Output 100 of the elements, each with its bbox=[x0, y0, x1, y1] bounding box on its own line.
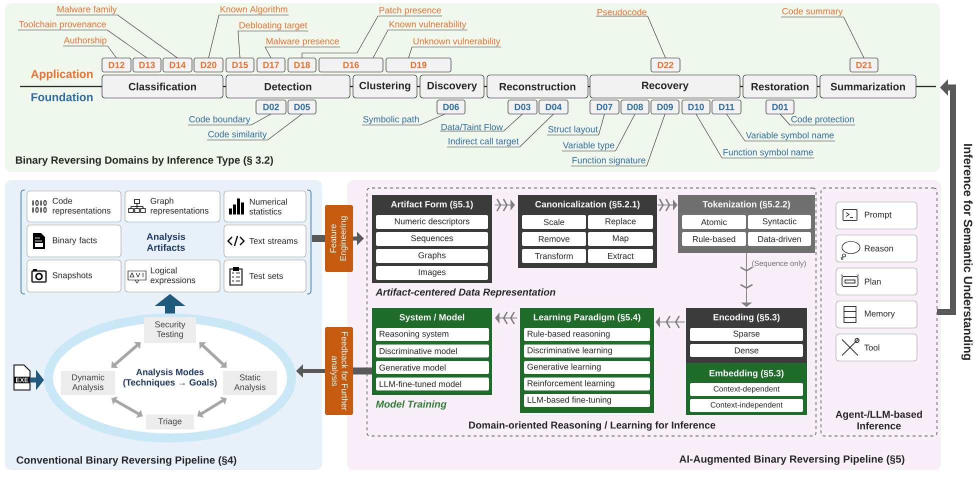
domain-tag: D18 bbox=[288, 58, 316, 72]
domain-tag: D15 bbox=[226, 58, 254, 72]
category-box: Summarization bbox=[820, 74, 916, 98]
category-box: Detection bbox=[226, 74, 350, 98]
agent-card: Plan bbox=[836, 268, 918, 296]
double-arrow bbox=[197, 396, 227, 418]
item-box: Generative model bbox=[376, 361, 489, 374]
leader-label: Code summary bbox=[780, 8, 844, 18]
double-arrow bbox=[111, 342, 141, 368]
leader-label: Function symbol name bbox=[722, 148, 814, 158]
leader-label: Known Algorithm bbox=[218, 6, 289, 16]
side-tab: Feature Engineering bbox=[325, 205, 353, 272]
item-box: Numeric descriptors bbox=[376, 215, 488, 229]
leader-line bbox=[503, 114, 523, 132]
leader-line bbox=[264, 46, 272, 58]
leader-label: Variable type bbox=[562, 142, 616, 152]
domain-tag: D16 bbox=[318, 58, 384, 72]
item-box: LLM-based fine-tuning bbox=[524, 394, 650, 407]
leader-label: Data/Taint Flow bbox=[440, 124, 504, 132]
artifact-card: Text streams bbox=[224, 224, 306, 258]
section-caption: Artifact-centered Data Representation bbox=[376, 288, 556, 298]
double-arrow bbox=[199, 342, 227, 368]
leader-label: Code boundary bbox=[188, 116, 252, 126]
item-box: Discriminative learning bbox=[524, 344, 650, 358]
agent-card: Tool bbox=[836, 334, 918, 362]
item-box: Syntactic bbox=[748, 215, 811, 229]
leader-line bbox=[615, 114, 636, 152]
domain-tag: D17 bbox=[256, 58, 286, 72]
domain-tag: D07 bbox=[590, 100, 620, 114]
artifact-card: Logical expressions bbox=[124, 260, 220, 292]
side-tab: Feedback for Further analysis bbox=[325, 327, 353, 415]
leader-line bbox=[726, 114, 746, 142]
category-box: Discovery bbox=[420, 74, 484, 98]
domain-tag: D01 bbox=[766, 100, 794, 114]
domain-tag: D10 bbox=[682, 100, 710, 114]
leader-label: Known vulnerability bbox=[388, 20, 468, 30]
item-box: Sparse bbox=[690, 328, 803, 341]
artifact-card: Binary facts bbox=[26, 224, 122, 258]
leader-line bbox=[117, 14, 178, 58]
item-box: Data-driven bbox=[748, 232, 811, 246]
item-box: Rule-based reasoning bbox=[524, 328, 650, 341]
leader-label: Symbolic path bbox=[362, 116, 420, 126]
domain-tag: D11 bbox=[712, 100, 742, 114]
mode-box: Dynamic Analysis bbox=[61, 371, 115, 395]
leader-label: Toolchain provenance bbox=[18, 20, 108, 30]
mode-box: Static Analysis bbox=[223, 371, 277, 395]
chevron-arrow bbox=[740, 252, 753, 307]
item-box: Generative learning bbox=[524, 361, 650, 374]
leader-label: Malware presence bbox=[264, 38, 340, 48]
category-box: Restoration bbox=[742, 74, 818, 98]
domain-tag: D13 bbox=[132, 58, 162, 72]
category-box: Clustering bbox=[352, 74, 418, 98]
leader-line bbox=[250, 114, 272, 126]
domain-tag: D14 bbox=[162, 58, 192, 72]
item-box: Graphs bbox=[376, 249, 488, 263]
item-box: Map bbox=[588, 232, 653, 246]
leader-label: Malware family bbox=[56, 6, 118, 16]
agent-card: Prompt bbox=[836, 202, 918, 230]
leader-line bbox=[267, 114, 302, 140]
domain-tag: D22 bbox=[650, 58, 680, 72]
leader-line bbox=[107, 46, 117, 58]
leader-line bbox=[106, 30, 148, 58]
leader-line bbox=[238, 30, 240, 58]
category-box: Reconstruction bbox=[486, 74, 588, 98]
agent-card: Reason bbox=[836, 234, 918, 262]
mode-box: Security Testing bbox=[144, 317, 196, 343]
leader-label: Debloating target bbox=[238, 22, 308, 32]
leader-line bbox=[420, 114, 446, 126]
leader-label: Struct layout bbox=[546, 126, 599, 136]
mode-box: Triage bbox=[146, 414, 194, 430]
leader-line bbox=[598, 114, 605, 136]
domain-tag: D09 bbox=[650, 100, 680, 114]
layer-label: Foundation bbox=[31, 92, 93, 102]
domain-tag: D20 bbox=[194, 58, 224, 72]
leader-line bbox=[647, 16, 666, 58]
item-box: Replace bbox=[588, 215, 653, 229]
item-box: Transform bbox=[522, 249, 586, 263]
layer-label: Application bbox=[31, 70, 93, 80]
chevron-arrow bbox=[656, 316, 685, 328]
item-box: Sequences bbox=[376, 232, 488, 246]
leader-label: Indirect call target bbox=[446, 138, 520, 148]
connector bbox=[353, 368, 372, 374]
item-box: Rule-based bbox=[682, 232, 746, 246]
item-box: Remove bbox=[522, 232, 586, 246]
edge-label: Inference for Semantic Understanding bbox=[961, 144, 973, 360]
domain-tag: D05 bbox=[288, 100, 316, 114]
item-box: Scale bbox=[522, 215, 586, 229]
domain-tag: D21 bbox=[850, 58, 878, 72]
item-box: LLM-fine-tuned model bbox=[376, 378, 489, 390]
leader-label: Authorship bbox=[62, 36, 108, 46]
domain-tag: D08 bbox=[620, 100, 650, 114]
category-box: Classification bbox=[102, 74, 224, 98]
leader-line bbox=[780, 114, 790, 126]
domain-tag: D02 bbox=[256, 100, 286, 114]
leader-label: Code protection bbox=[790, 116, 856, 126]
leader-label: Function signature bbox=[570, 156, 647, 166]
double-arrow bbox=[111, 396, 143, 418]
artifact-card: Numerical statistics bbox=[224, 190, 306, 222]
category-box: Recovery bbox=[590, 74, 740, 98]
domain-tag: D04 bbox=[538, 100, 568, 114]
